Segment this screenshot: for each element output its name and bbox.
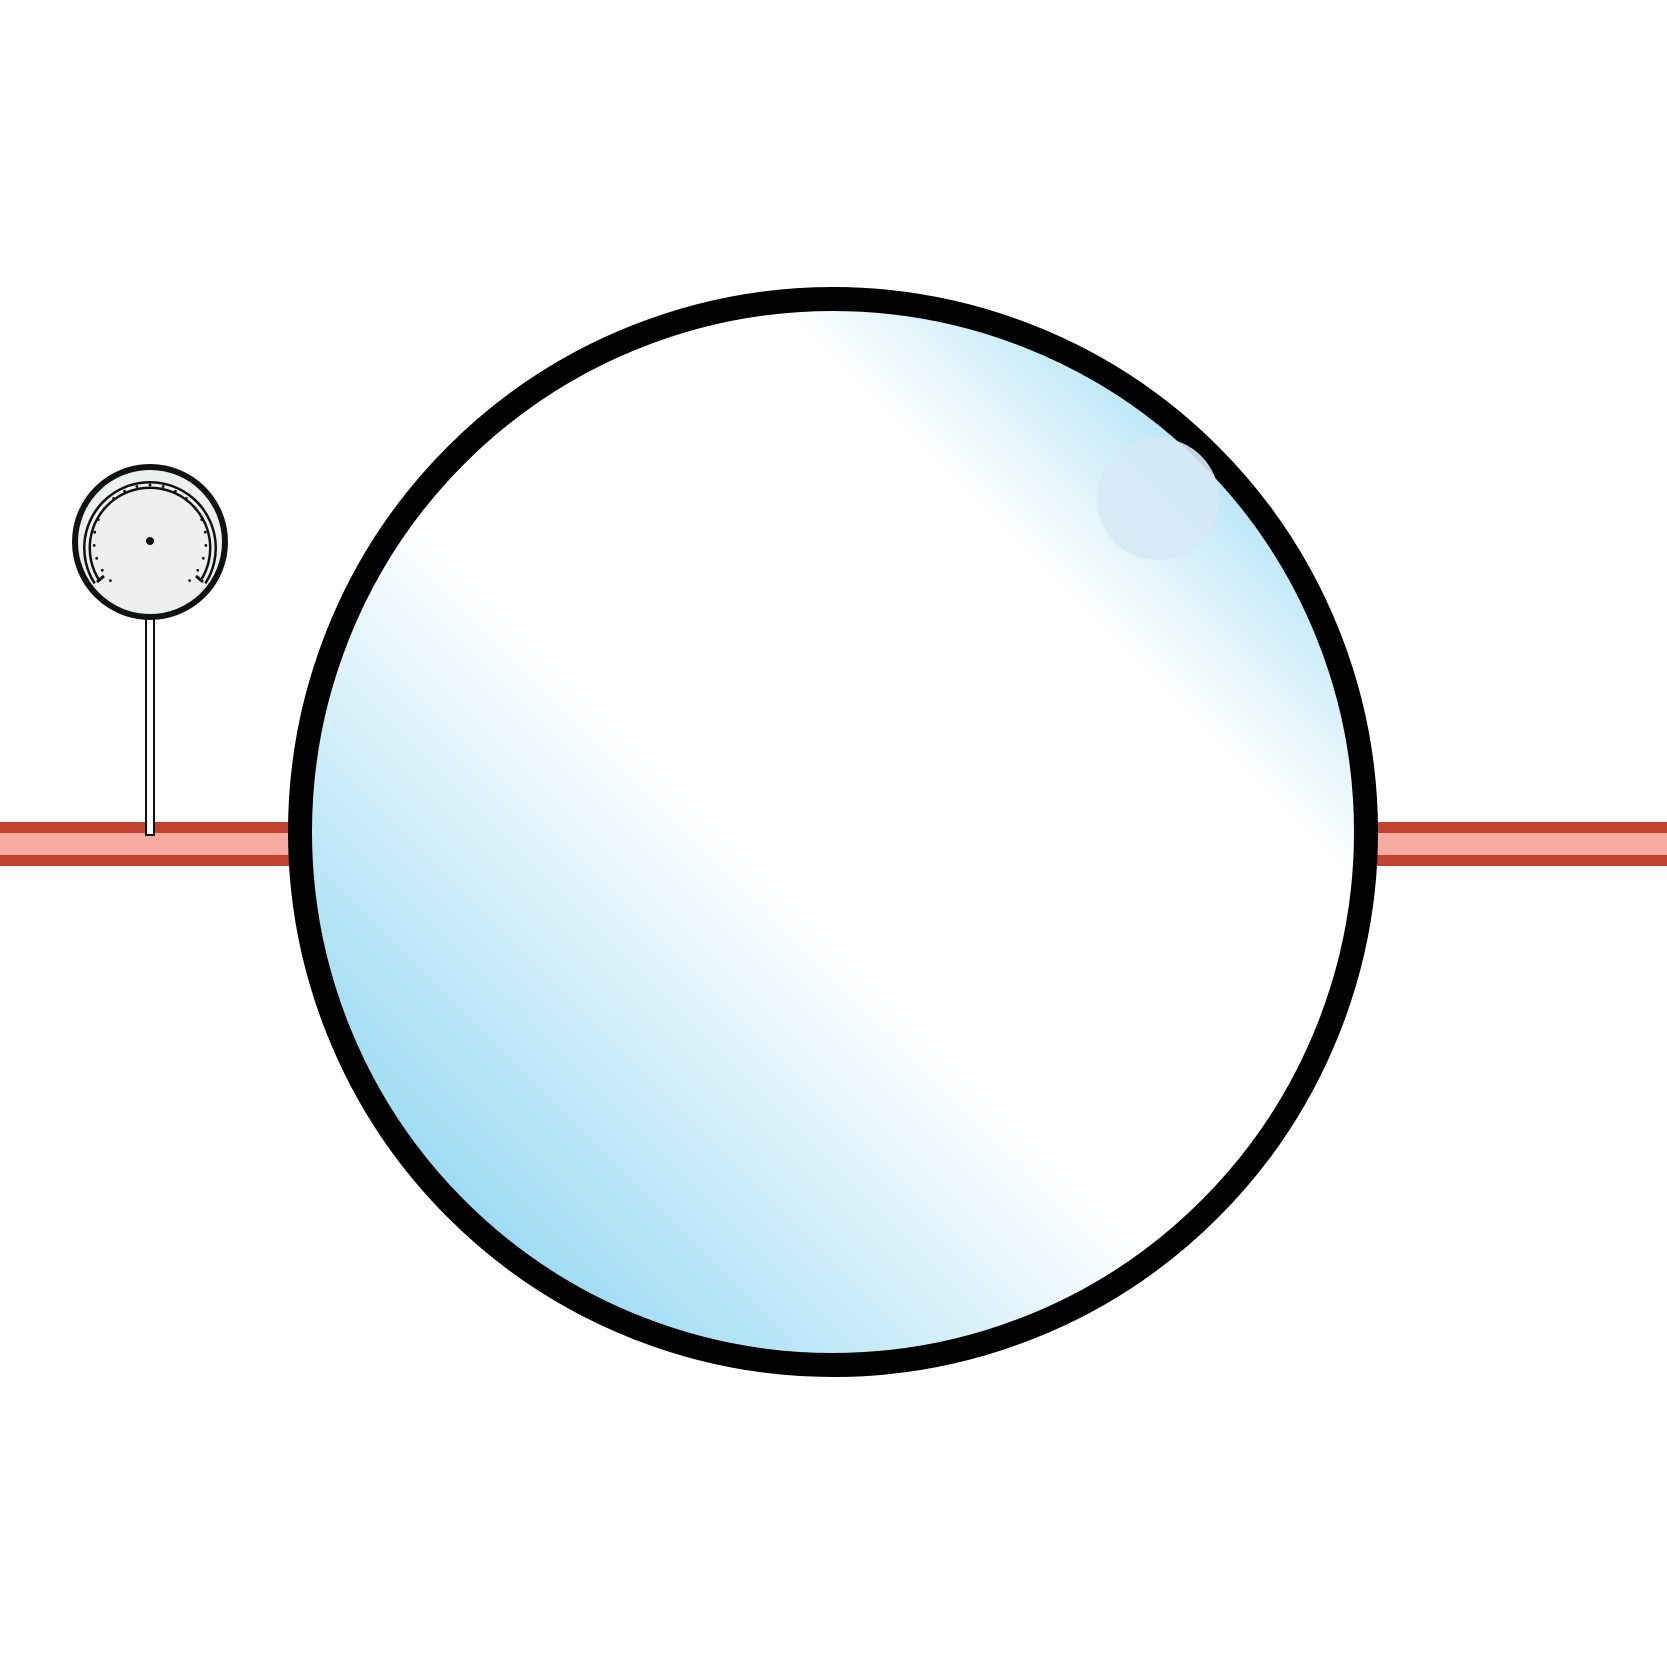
gauge-tick	[161, 485, 165, 488]
gauge-tick	[103, 506, 107, 510]
pressure-gauge-icon	[72, 464, 228, 836]
spherical-vessel	[288, 287, 1378, 1377]
gauge-tick	[174, 489, 177, 493]
pipe-right	[1367, 822, 1667, 866]
gauge-tick	[92, 544, 96, 547]
gauge-tick	[204, 544, 208, 547]
gauge-tick	[112, 497, 115, 500]
gauge-tick	[123, 489, 126, 493]
gauge-tick	[188, 579, 192, 582]
gauge-tick	[109, 579, 112, 582]
gauge-tick	[201, 556, 205, 560]
gauge-tick	[203, 530, 207, 534]
gauge-stem	[145, 617, 155, 836]
gauge-pivot	[146, 537, 154, 545]
vessel-body	[288, 287, 1378, 1377]
vessel-highlight	[1097, 438, 1219, 560]
gauge-tick	[196, 568, 200, 572]
gauge-tick	[93, 530, 97, 534]
gauge-tick	[96, 518, 100, 521]
gauge-tick	[100, 568, 104, 572]
gauge-tick	[200, 518, 204, 521]
gauge-tick	[135, 485, 139, 488]
gauge-tick	[95, 556, 99, 560]
gauge-tick	[148, 483, 152, 487]
gauge-tick	[185, 497, 188, 500]
gauge-scale-ticks	[92, 483, 208, 582]
gauge-tick	[193, 506, 197, 510]
